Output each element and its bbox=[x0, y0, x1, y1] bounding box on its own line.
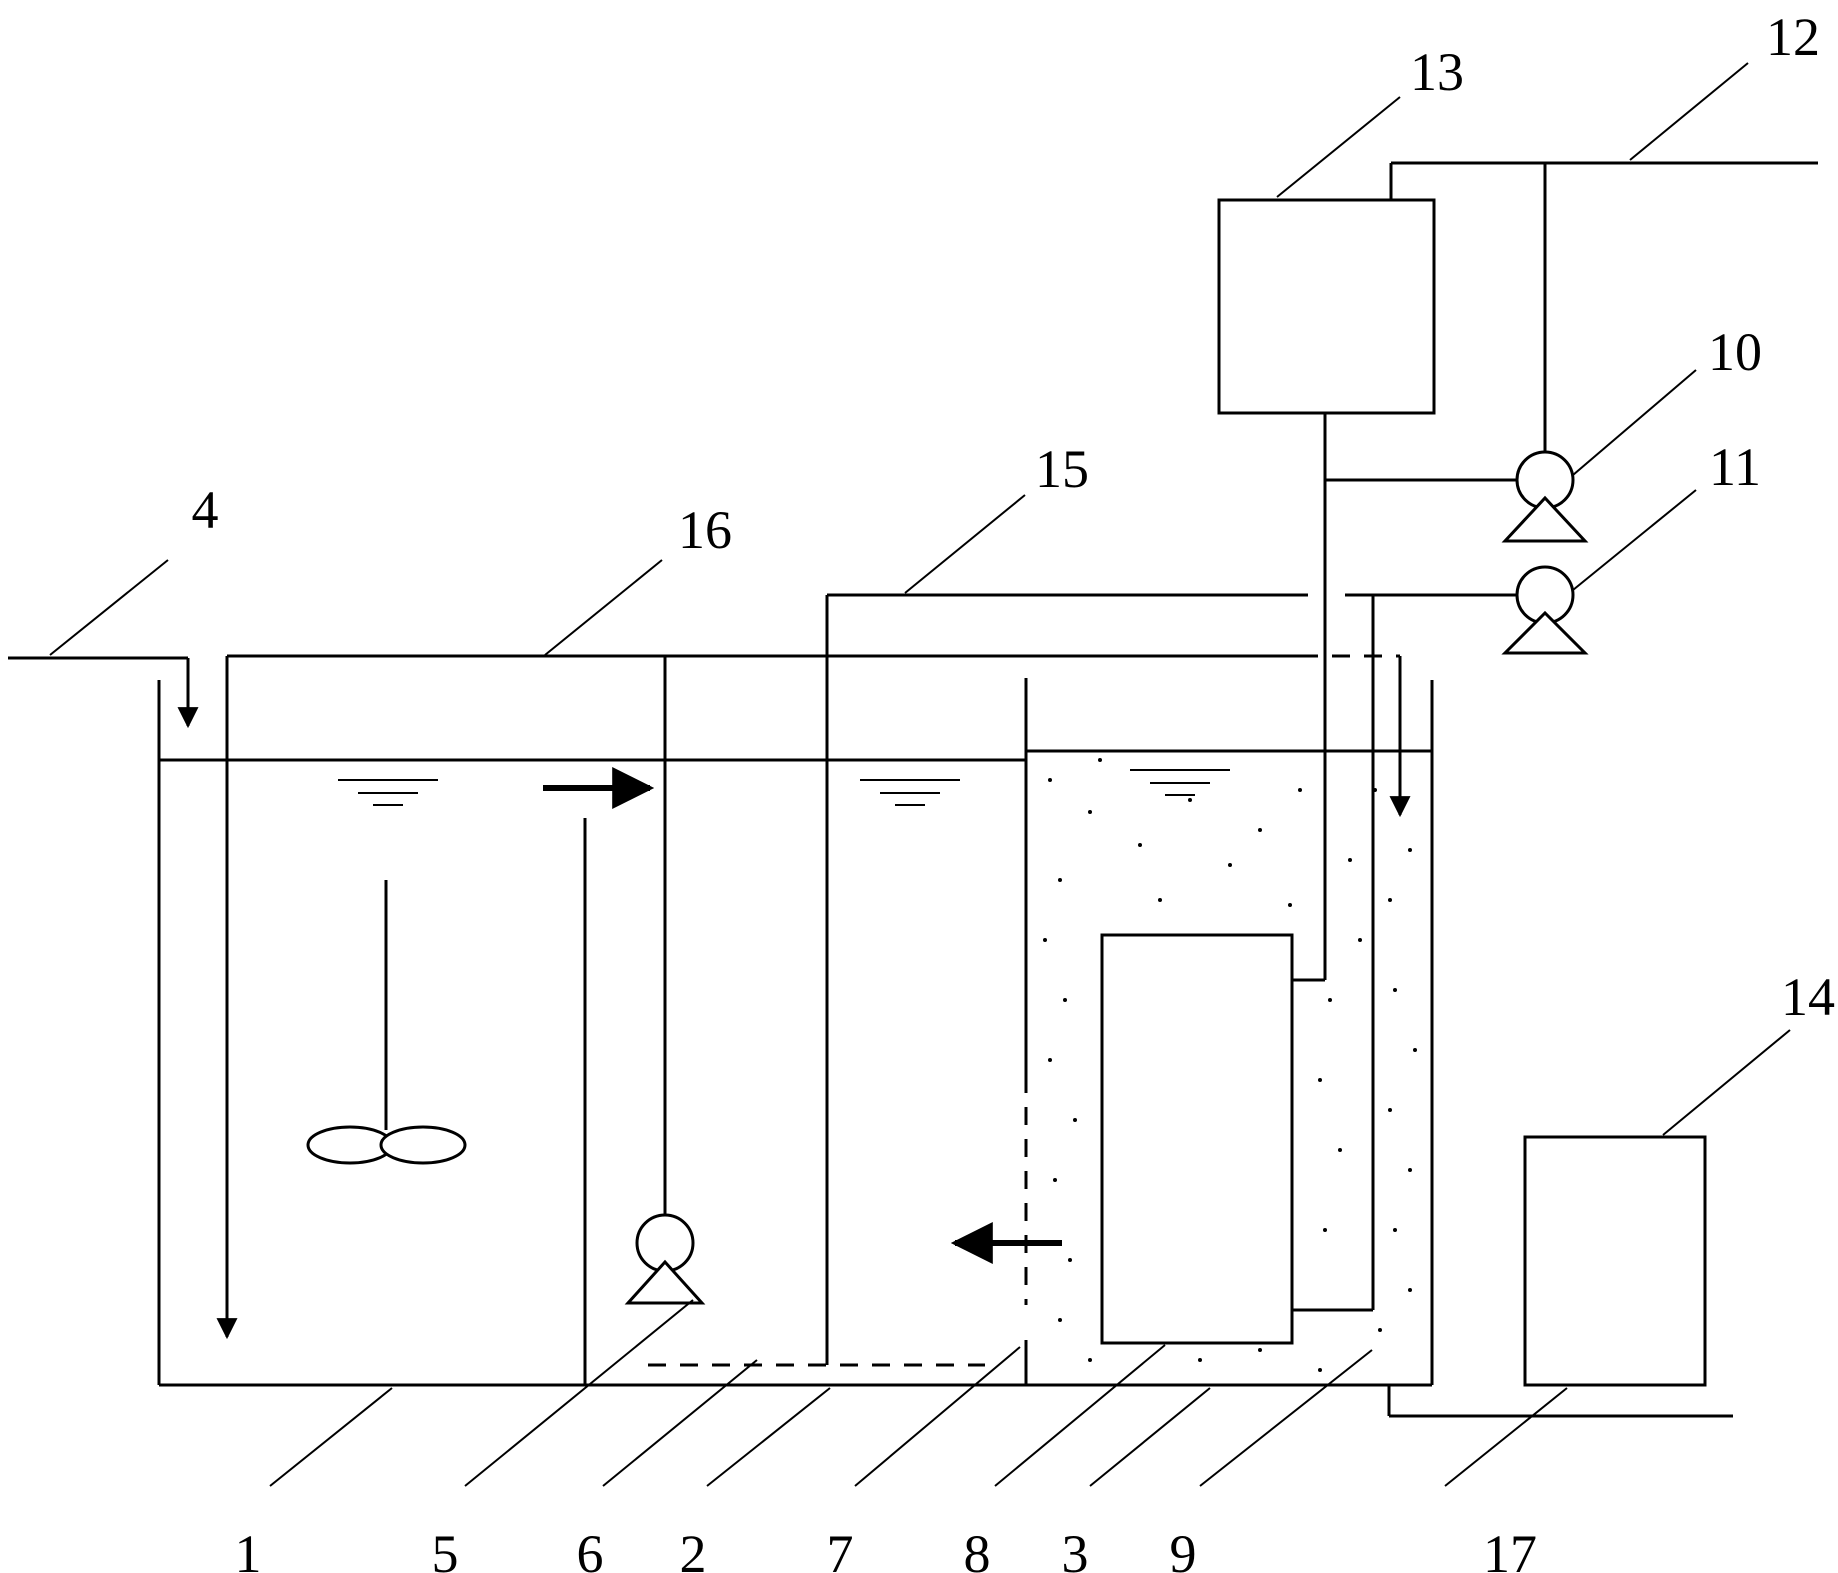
label-15: 15 bbox=[1035, 439, 1089, 499]
label-8: 8 bbox=[964, 1524, 991, 1573]
water-level-symbol-1 bbox=[338, 779, 438, 806]
pump-10 bbox=[1501, 450, 1589, 543]
leader-lines bbox=[49, 62, 1791, 1487]
label-9: 9 bbox=[1170, 1524, 1197, 1573]
label-4: 4 bbox=[192, 480, 219, 540]
water-level-symbol-2 bbox=[860, 779, 960, 806]
pump-11 bbox=[1501, 565, 1589, 655]
label-16: 16 bbox=[678, 500, 732, 560]
sludge-pipe bbox=[1387, 1385, 1733, 1418]
inflow-pipe bbox=[8, 656, 199, 729]
mixer bbox=[306, 880, 467, 1165]
label-11: 11 bbox=[1709, 437, 1761, 497]
label-10: 10 bbox=[1708, 322, 1762, 382]
recirculation-pipe bbox=[216, 654, 1411, 1340]
label-7: 7 bbox=[827, 1524, 854, 1573]
sludge-tank bbox=[1523, 1135, 1707, 1387]
label-14: 14 bbox=[1781, 967, 1835, 1027]
label-2: 2 bbox=[680, 1524, 707, 1573]
membrane-zone-particles bbox=[1043, 758, 1417, 1372]
label-13: 13 bbox=[1410, 42, 1464, 102]
label-1: 1 bbox=[235, 1524, 262, 1573]
label-12: 12 bbox=[1766, 7, 1820, 67]
membrane-module bbox=[1100, 933, 1294, 1345]
label-5: 5 bbox=[432, 1524, 459, 1573]
pump-5 bbox=[624, 1213, 706, 1305]
label-3: 3 bbox=[1062, 1524, 1089, 1573]
clean-water-tank bbox=[1217, 198, 1436, 415]
membrane-air-pipe bbox=[1292, 595, 1375, 1312]
label-6: 6 bbox=[577, 1524, 604, 1573]
permeate-pipe bbox=[1292, 413, 1518, 982]
outlet-pipe bbox=[1389, 161, 1818, 452]
label-17: 17 bbox=[1483, 1524, 1537, 1573]
tank-outline bbox=[157, 680, 1434, 1387]
number-labels: 1 2 3 4 5 6 7 8 9 10 11 12 13 14 15 16 1… bbox=[192, 7, 1836, 1573]
water-level-symbol-3 bbox=[1130, 769, 1230, 796]
